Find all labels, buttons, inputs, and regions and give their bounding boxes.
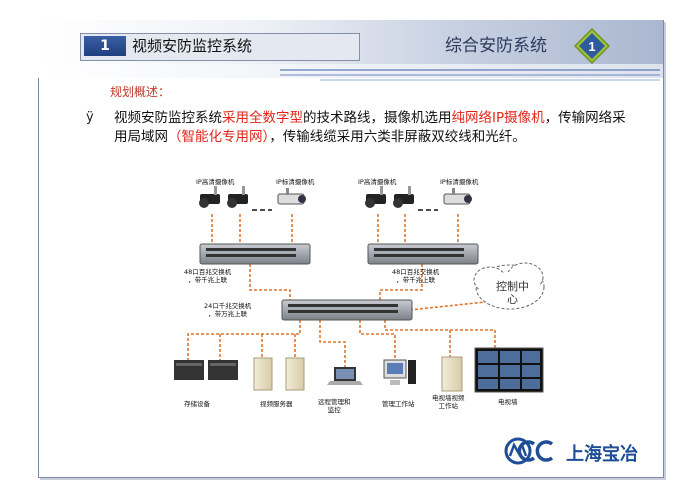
switch-right-label: 48口百兆交换机 ，带千兆上联 — [392, 268, 440, 284]
tab-number: 1 — [84, 36, 126, 56]
device-label: 远程管理和 监控 — [318, 398, 351, 414]
core-switch — [281, 299, 413, 321]
tab-title: 视频安防监控系统 — [132, 37, 253, 55]
section-number: 1 — [588, 39, 595, 54]
control-center-label: 控制中 心 — [496, 280, 529, 306]
section-number-badge: 1 — [574, 28, 610, 64]
overview-heading: 规划概述： — [110, 85, 171, 99]
text-run: ，传输网络采用局域网 — [114, 110, 626, 145]
section-tab — [80, 33, 360, 61]
storage-device — [174, 360, 238, 380]
video-server — [253, 357, 305, 391]
overview-paragraph: 视频安防监控系统采用全数字型的技术路线，摄像机选用纯网络IP摄像机，传输网络采用… — [114, 109, 634, 147]
header-rule-lines — [280, 69, 660, 81]
text-run-highlight: 采用全数字型 — [222, 110, 303, 126]
text-run: 的技术路线，摄像机选用 — [303, 110, 452, 126]
switch-left — [199, 243, 311, 265]
switch-left-label: 48口百兆交换机 ，带千兆上联 — [184, 268, 232, 284]
management-workstation — [383, 359, 416, 385]
camera-label: IP标清摄像机 — [440, 178, 479, 186]
network-diagram — [174, 186, 545, 393]
text-run-highlight: （智能化专用网） — [168, 129, 270, 145]
switch-right — [367, 243, 479, 265]
device-label: 电视墙视频 工作站 — [432, 394, 465, 410]
camera-group-left — [199, 186, 306, 211]
core-switch-label: 24口千兆交换机 ，带万兆上联 — [204, 302, 252, 318]
camera-group-right — [365, 186, 472, 211]
bullet-marker: ÿ — [86, 110, 94, 125]
control-center-cloud — [473, 262, 545, 310]
text-run: ，传输线缆采用六类非屏蔽双绞线和光纤。 — [269, 129, 526, 145]
remote-laptop — [327, 367, 363, 385]
device-label: 视频服务器 — [260, 400, 293, 408]
mcc-logo-icon — [504, 437, 554, 465]
camera-label: IP高清摄像机 — [358, 178, 397, 186]
device-label: 管理工作站 — [382, 400, 415, 408]
camera-label: IP标清摄像机 — [276, 178, 315, 186]
video-wall — [474, 347, 544, 393]
video-wall-workstation — [441, 356, 463, 392]
camera-label: IP高清摄像机 — [196, 178, 235, 186]
text-run: 视频安防监控系统 — [114, 110, 222, 126]
text-run-highlight: 纯网络IP摄像机 — [451, 110, 545, 126]
device-label: 存储设备 — [184, 400, 210, 408]
company-logo-text: 上海宝冶 — [566, 444, 638, 465]
section-title: 综合安防系统 — [445, 36, 547, 56]
device-label: 电视墙 — [498, 398, 518, 406]
